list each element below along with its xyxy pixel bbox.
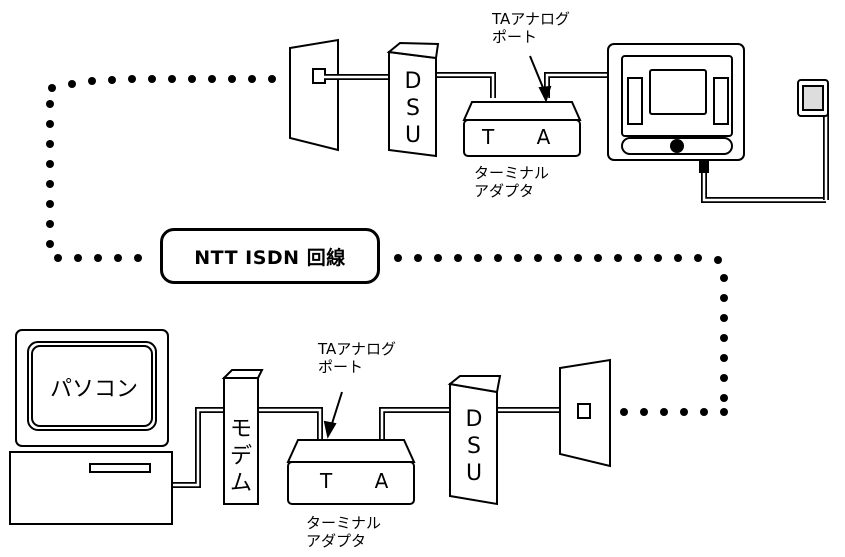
top-arrow-to-port — [529, 55, 552, 103]
bottom-ta-caption: ターミナル アダプタ — [306, 514, 381, 550]
top-videophone-device — [607, 43, 745, 161]
top-ta-device — [462, 101, 582, 157]
bottom-dsu-label: D S U — [465, 407, 483, 486]
isdn-dotted-line — [46, 75, 728, 416]
top-analog-port-label: TAアナログ ポート — [492, 10, 570, 46]
top-dsu-label: D S U — [404, 69, 422, 148]
top-ta-caption: ターミナル アダプタ — [474, 164, 549, 200]
bottom-ta-label: T A — [320, 469, 407, 493]
top-analog-port-line-1: TAアナログ — [492, 10, 570, 28]
bottom-ta-caption-line-1: ターミナル — [306, 514, 382, 532]
bottom-arrow-to-port — [323, 391, 343, 439]
top-analog-port-line-2: ポート — [492, 28, 538, 46]
top-ta-label: T A — [482, 125, 569, 149]
top-adapter-plug — [699, 79, 829, 173]
bottom-ta-device — [286, 439, 416, 505]
top-ta-caption-line-1: ターミナル — [474, 164, 550, 182]
pc-screen-label: パソコン — [49, 377, 138, 402]
pc-monitor — [15, 329, 169, 447]
top-wall-jack — [289, 38, 339, 152]
bottom-ta-caption-line-2: アダプタ — [306, 532, 367, 550]
bottom-cable — [170, 407, 580, 488]
isdn-line-text: NTT ISDN 回線 — [194, 246, 346, 269]
modem-label: モ デ ム — [229, 417, 252, 496]
top-ta-caption-line-2: アダプタ — [474, 182, 535, 200]
pc-base — [9, 451, 173, 525]
modem-device — [221, 369, 264, 505]
isdn-line-label: NTT ISDN 回線 — [160, 228, 380, 284]
bottom-analog-port-line-1: TAアナログ — [318, 340, 396, 358]
bottom-dsu-device — [447, 375, 502, 506]
bottom-analog-port-line-2: ポート — [318, 358, 364, 376]
top-dsu-device — [386, 41, 440, 158]
bottom-wall-jack — [559, 358, 611, 468]
bottom-analog-port-label: TAアナログ ポート — [318, 340, 396, 376]
